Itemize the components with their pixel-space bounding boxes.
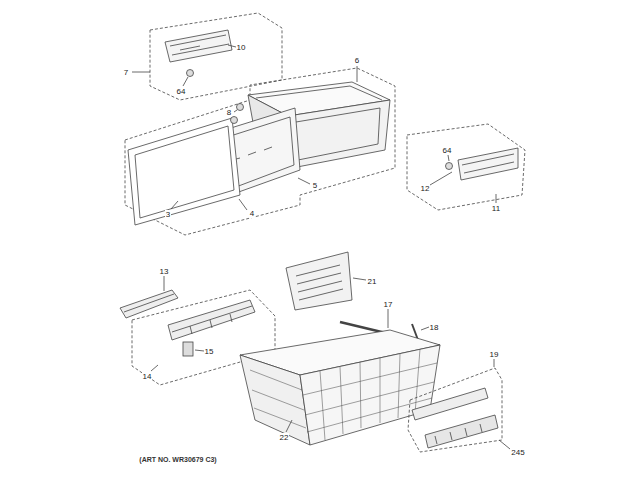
divider-detail bbox=[296, 265, 366, 300]
callout-number: 6 bbox=[354, 56, 360, 65]
callout-number: 13 bbox=[159, 267, 170, 276]
screw bbox=[187, 70, 194, 77]
callout-number: 5 bbox=[312, 181, 318, 190]
basket-side bbox=[240, 355, 310, 445]
rail-detail bbox=[172, 306, 252, 334]
group-outline bbox=[125, 68, 395, 235]
group-outline bbox=[150, 13, 282, 100]
panel-inner bbox=[135, 126, 234, 218]
callout-number: 64 bbox=[176, 87, 187, 96]
callout-number: 7 bbox=[123, 68, 129, 77]
drawer-front bbox=[288, 100, 390, 168]
bracket-part bbox=[458, 148, 518, 180]
callout-number: 19 bbox=[489, 350, 500, 359]
callout-number: 17 bbox=[383, 300, 394, 309]
clip-part bbox=[183, 342, 193, 356]
art-number: (ART NO. WR30679 C3) bbox=[138, 455, 217, 464]
group-outline bbox=[408, 368, 502, 452]
part-detail bbox=[462, 154, 514, 173]
rail-detail bbox=[124, 276, 174, 312]
basket-grid bbox=[250, 349, 437, 440]
leader-line bbox=[388, 309, 429, 330]
screw bbox=[237, 104, 244, 111]
panel-part bbox=[128, 118, 240, 225]
callout-number: 12 bbox=[420, 184, 431, 193]
leader-line bbox=[171, 66, 357, 210]
rail-part bbox=[412, 388, 488, 420]
leader-line bbox=[286, 420, 292, 432]
callout-number: 22 bbox=[279, 433, 290, 442]
cover-part bbox=[425, 415, 498, 448]
callout-number: 4 bbox=[249, 209, 255, 218]
callout-number: 11 bbox=[491, 204, 501, 213]
screw bbox=[231, 117, 238, 124]
callout-number: 15 bbox=[204, 347, 215, 356]
leader-line bbox=[132, 45, 236, 86]
callout-number: 3 bbox=[165, 210, 171, 219]
callout-number: 10 bbox=[236, 43, 247, 52]
callout-number: 21 bbox=[367, 277, 378, 286]
rail-part bbox=[120, 290, 178, 318]
rail-part bbox=[168, 300, 255, 340]
group-outline bbox=[407, 124, 525, 210]
bracket-part bbox=[165, 30, 232, 62]
part-detail bbox=[170, 35, 229, 55]
callout-number: 14 bbox=[142, 372, 153, 381]
callout-number: 18 bbox=[429, 323, 440, 332]
leader-line bbox=[430, 155, 496, 203]
leader-line bbox=[435, 359, 510, 449]
callout-number: 8 bbox=[226, 108, 232, 117]
divider-part bbox=[286, 252, 352, 310]
callout-number: 245 bbox=[510, 448, 525, 457]
screw bbox=[446, 163, 453, 170]
callout-number: 64 bbox=[442, 146, 453, 155]
leader-line bbox=[151, 350, 204, 371]
